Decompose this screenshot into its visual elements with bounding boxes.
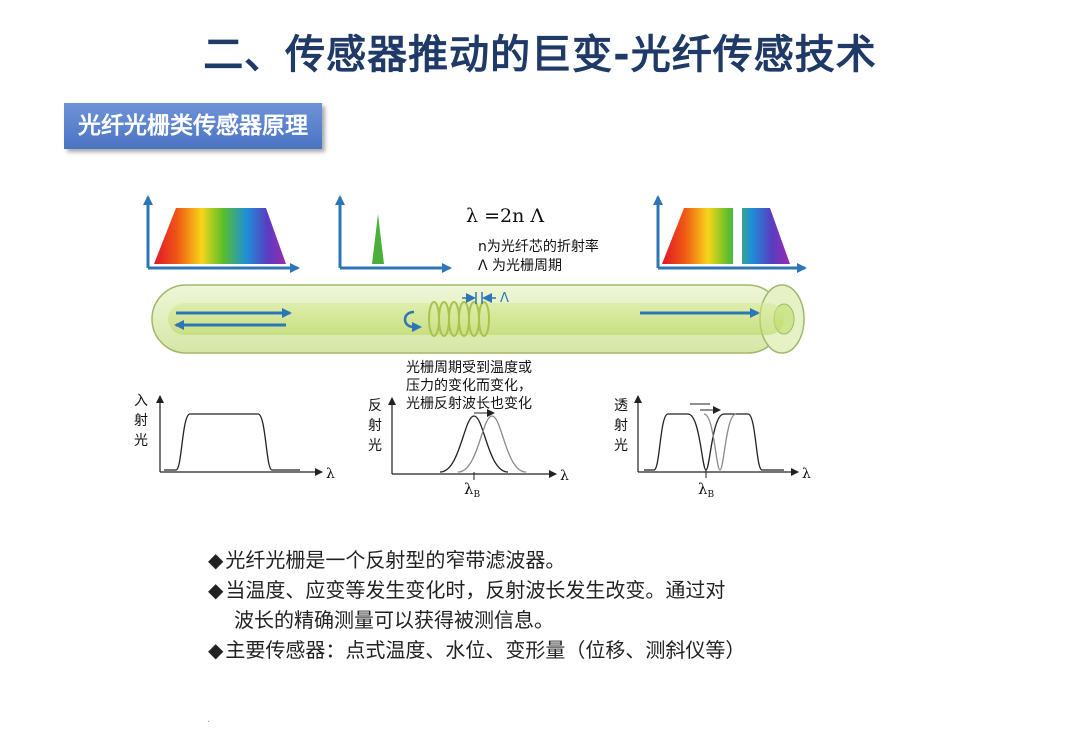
peak-wavelength-label: λB: [464, 480, 481, 500]
bullet-item: ◆主要传感器：点式温度、水位、变形量（位移、测斜仪等）: [208, 638, 746, 662]
transmission-notch-shifted: [703, 413, 737, 471]
transmitted-light-plot: 透射光 λB λ: [614, 395, 811, 500]
diamond-bullet-icon: ◆: [208, 578, 224, 602]
fiber-grating-diagram: λ =2n Λ n为光纤芯的折射率 Λ 为光栅周期 Λ 光栅周期受到温度或 压力…: [134, 195, 811, 500]
diamond-bullet-icon: ◆: [208, 638, 224, 662]
change-note-line-2: 压力的变化而变化，: [406, 378, 532, 394]
bragg-formula: λ =2n Λ: [466, 205, 544, 227]
y-axis-label-reflected: 反射光: [368, 398, 382, 454]
narrow-peak-spectrum: [372, 214, 384, 264]
grating-period-marker: Λ: [462, 291, 509, 306]
transmitted-spectrum-plot: [653, 195, 807, 273]
reflected-spectrum-plot: [335, 195, 452, 273]
bullet-continuation: 波长的精确测量可以获得被测信息。: [234, 608, 554, 632]
reflection-peak-original: [439, 415, 509, 473]
footer-dot: .: [207, 714, 211, 725]
x-axis-label: λ: [802, 466, 811, 482]
change-note-line-1: 光栅周期受到温度或: [406, 360, 532, 376]
page-title: 二、传感器推动的巨变-光纤传感技术: [203, 32, 877, 78]
rainbow-spectrum: [154, 208, 286, 264]
diamond-bullet-icon: ◆: [208, 548, 224, 572]
x-axis-label: λ: [560, 468, 569, 484]
y-axis-label-incident: 入射光: [134, 393, 148, 449]
fiber-core: [168, 303, 784, 335]
change-note-line-3: 光栅反射波长也变化: [406, 396, 532, 412]
notch-wavelength-label: λB: [698, 480, 715, 500]
y-axis-label-transmitted: 透射光: [614, 398, 628, 454]
formula-note-grating-period: Λ 为光栅周期: [478, 258, 562, 274]
formula-note-refractive-index: n为光纤芯的折射率: [478, 238, 599, 255]
reflection-loop-arrow: [403, 310, 422, 332]
reflected-light-plot: 反射光 λB λ: [368, 397, 569, 500]
incident-curve: [164, 413, 300, 471]
grating-period-label: Λ: [500, 291, 509, 306]
optical-fiber: [151, 284, 805, 354]
x-axis-label: λ: [326, 466, 335, 482]
rainbow-spectrum: [662, 208, 790, 264]
bullet-list: ◆光纤光栅是一个反射型的窄带滤波器。 ◆当温度、应变等发生变化时，反射波长发生改…: [208, 545, 745, 665]
bullet-item: ◆当温度、应变等发生变化时，反射波长发生改变。通过对: [208, 578, 726, 602]
notch-gap: [733, 206, 742, 266]
section-label: 光纤光栅类传感器原理: [64, 103, 322, 149]
incident-light-plot: 入射光 λ: [134, 393, 335, 482]
incident-spectrum-plot: [143, 195, 300, 273]
reflection-peak-shifted: [457, 415, 527, 473]
bullet-item: ◆光纤光栅是一个反射型的窄带滤波器。: [208, 548, 566, 572]
